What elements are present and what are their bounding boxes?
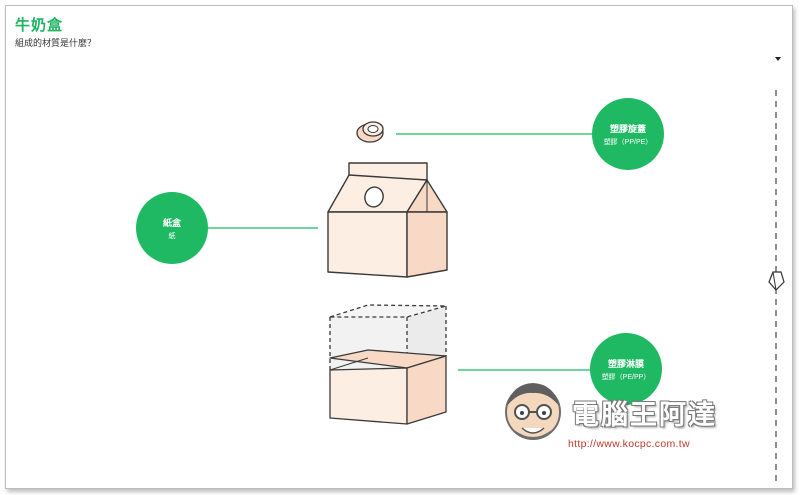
watermark-url: http://www.kocpc.com.tw bbox=[568, 438, 690, 450]
part-bubble-cap[interactable]: 塑膠旋蓋 塑膠（PP/PE） bbox=[592, 98, 664, 170]
page-subtitle: 組成的材質是什麼？ bbox=[15, 38, 97, 48]
part-material: 塑膠（PP/PE） bbox=[603, 138, 653, 146]
cap-illustration bbox=[356, 121, 384, 143]
part-material: 紙 bbox=[168, 232, 176, 240]
part-name: 紙盒 bbox=[162, 217, 181, 228]
mascot-logo bbox=[505, 383, 561, 440]
part-material: 塑膠（PE/PP） bbox=[601, 373, 651, 381]
mini-carton-scroll-icon bbox=[768, 271, 785, 291]
coating-illustration bbox=[329, 304, 447, 425]
part-bubble-carton[interactable]: 紙盒 紙 bbox=[136, 192, 208, 264]
part-bubble-coating[interactable]: 塑膠淋膜 塑膠（PE/PP） bbox=[590, 333, 662, 405]
dropdown-caret-icon[interactable] bbox=[775, 57, 781, 61]
part-name: 塑膠淋膜 bbox=[607, 358, 644, 369]
watermark-text: 電腦王阿達 bbox=[572, 400, 717, 430]
part-name: 塑膠旋蓋 bbox=[609, 123, 646, 134]
page-title: 牛奶盒 bbox=[15, 17, 64, 34]
carton-illustration bbox=[327, 162, 448, 278]
